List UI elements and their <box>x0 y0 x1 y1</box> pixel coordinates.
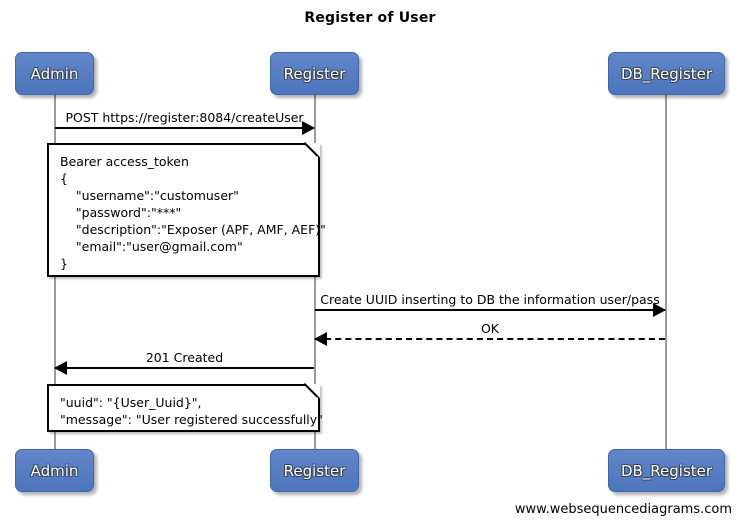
actor-box-admin-top[interactable]: Admin <box>15 52 94 95</box>
message-post-create-user: POST https://register:8084/createUser <box>55 110 315 135</box>
actor-label-register-top: Register <box>283 64 346 83</box>
message-line <box>315 309 665 311</box>
diagram-title: Register of User <box>304 10 436 26</box>
message-label: POST https://register:8084/createUser <box>65 110 304 125</box>
request-payload-text: Bearer access_token { "username":"custom… <box>60 154 326 271</box>
actor-box-db-register-top[interactable]: DB_Register <box>608 52 725 95</box>
request-payload-note: Bearer access_token { "username":"custom… <box>47 143 326 277</box>
actor-box-db-register-bottom[interactable]: DB_Register <box>608 449 725 492</box>
message-line <box>55 367 314 369</box>
actor-box-admin-bottom[interactable]: Admin <box>15 449 94 492</box>
arrowhead-right-icon <box>302 121 315 135</box>
arrowhead-left-icon <box>54 361 67 375</box>
message-201-created: 201 Created <box>54 350 314 375</box>
message-label: 201 Created <box>145 350 224 365</box>
actor-label-db-register-bottom: DB_Register <box>620 461 713 480</box>
actor-label-db-register-top: DB_Register <box>620 64 713 83</box>
note-fold-corner-icon <box>306 384 320 398</box>
note-fold-corner-icon <box>306 143 320 157</box>
message-label: OK <box>480 321 500 336</box>
message-line <box>315 338 665 340</box>
actor-label-admin-bottom: Admin <box>30 461 79 480</box>
lifeline-db-register <box>665 95 667 450</box>
message-label: Create UUID inserting to DB the informat… <box>320 292 660 307</box>
actor-label-register-bottom: Register <box>283 461 346 480</box>
actor-box-register-top[interactable]: Register <box>270 52 359 95</box>
actor-box-register-bottom[interactable]: Register <box>270 449 359 492</box>
message-ok: OK <box>314 321 665 346</box>
arrowhead-right-icon <box>653 303 666 317</box>
response-payload-note: "uuid": "{User_Uuid}", "message": "User … <box>47 384 323 432</box>
response-payload-text: "uuid": "{User_Uuid}", "message": "User … <box>60 395 323 427</box>
actor-label-admin-top: Admin <box>30 64 79 83</box>
message-line <box>55 127 314 129</box>
message-create-uuid: Create UUID inserting to DB the informat… <box>315 292 666 317</box>
watermark-footer: www.websequencediagrams.com <box>514 502 732 517</box>
arrowhead-left-icon <box>314 332 327 346</box>
